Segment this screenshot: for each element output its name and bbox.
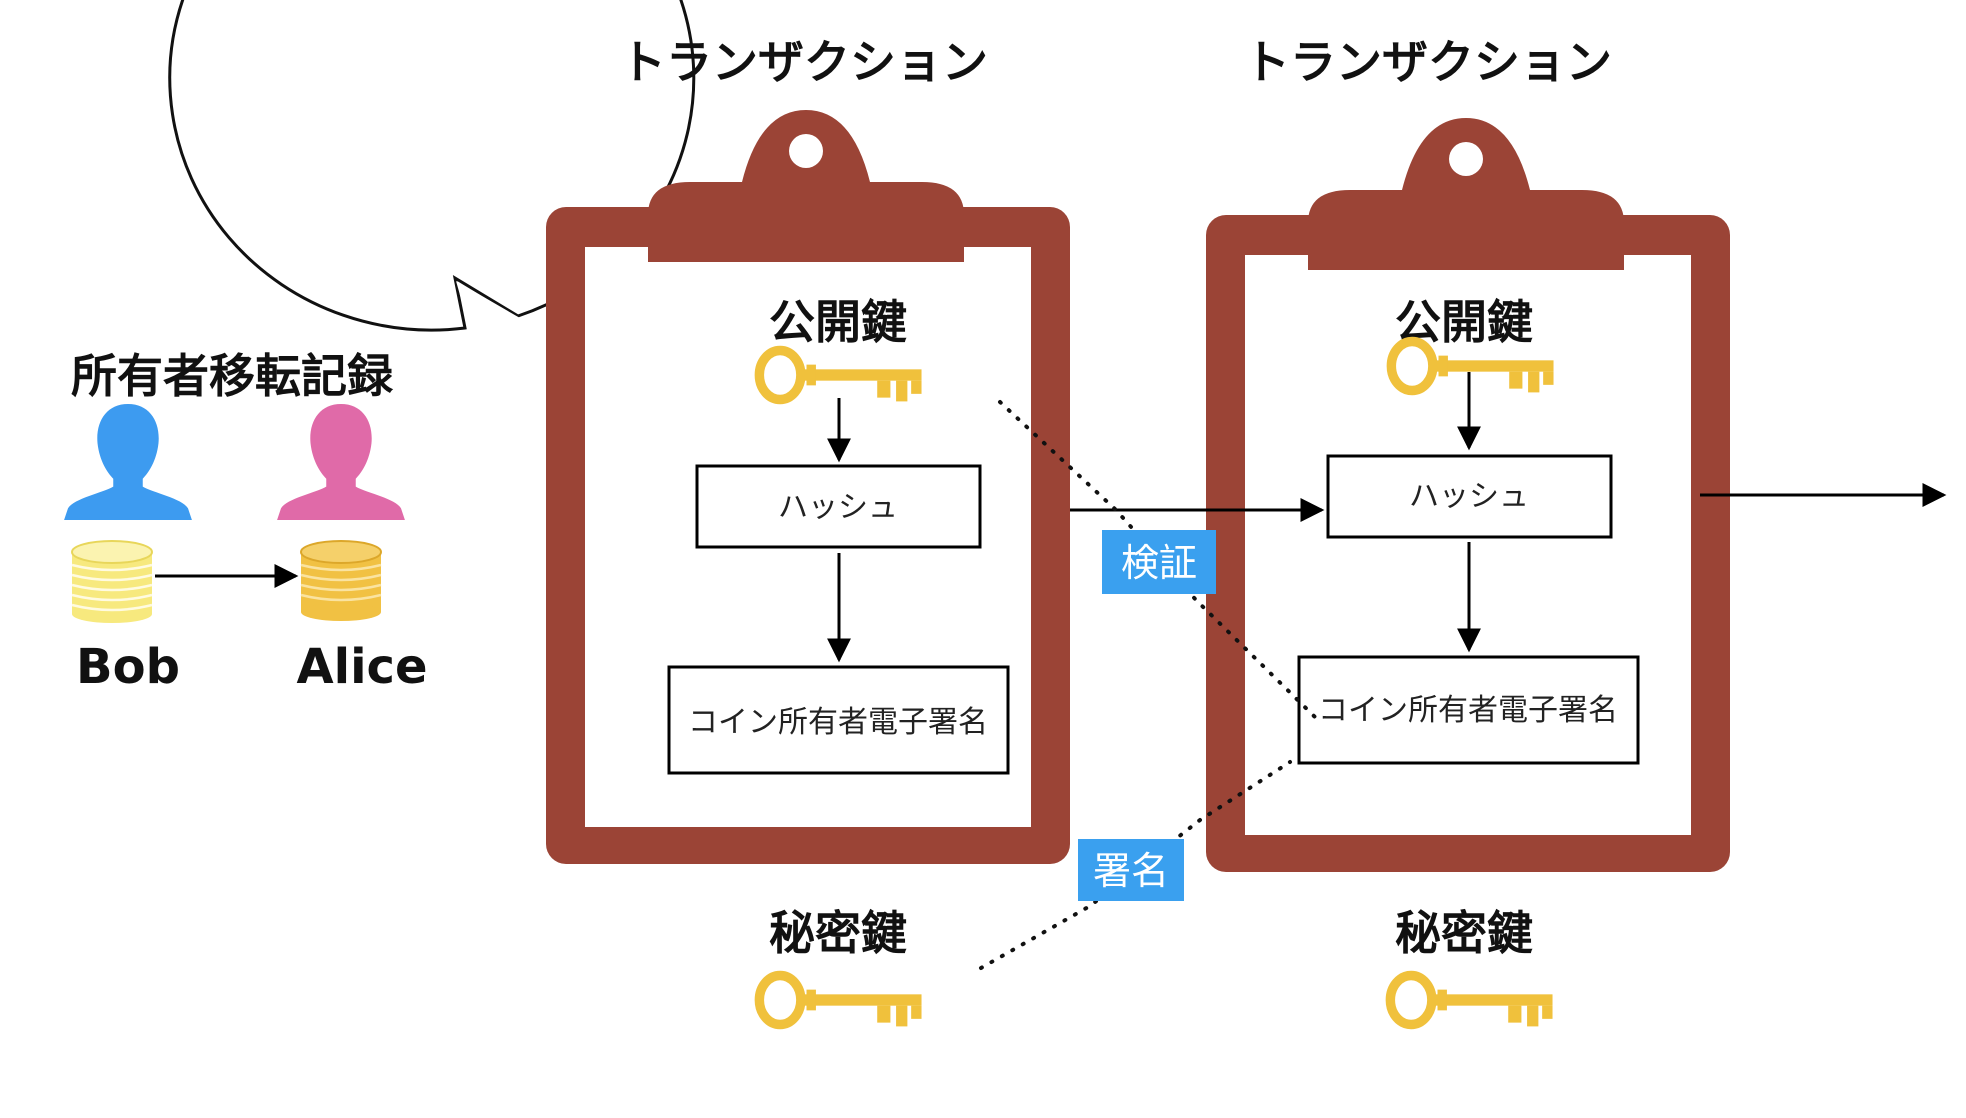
transaction-1-hash-box: [695, 464, 982, 549]
sign-tag-label: 署名: [1093, 849, 1169, 893]
sign-tag: 署名: [1078, 839, 1184, 901]
transaction-2-hash-box: [1326, 454, 1613, 539]
alice-person-icon: [277, 403, 405, 520]
transaction-2-signature-box: [1297, 655, 1640, 765]
transaction-2-hash-label: ハッシュ: [1409, 479, 1529, 514]
bubble-title: 所有者移転記録: [71, 349, 394, 403]
transaction-2-private-key-icon: [1390, 975, 1552, 1026]
sign-dotted-line: [979, 760, 1292, 970]
transaction-2-private-key-label: 秘密鍵: [1395, 906, 1533, 960]
transaction-1-private-key-icon: [759, 975, 921, 1026]
bob-person-icon: [64, 403, 192, 520]
transaction-1: トランザクション 公開鍵 ハッシュ コイン所有者電子署名 秘密鍵: [546, 35, 1070, 1026]
verify-tag: 検証: [1102, 530, 1216, 594]
transaction-1-public-key-label: 公開鍵: [769, 295, 907, 349]
transaction-1-hash-label: ハッシュ: [778, 490, 898, 525]
transaction-1-signature-box: [667, 665, 1010, 775]
transaction-1-private-key-label: 秘密鍵: [769, 906, 907, 960]
transaction-1-title: トランザクション: [620, 35, 988, 89]
alice-label: Alice: [296, 639, 427, 695]
transaction-2-signature-label: コイン所有者電子署名: [1318, 693, 1618, 728]
transaction-1-signature-label: コイン所有者電子署名: [688, 705, 988, 740]
speech-bubble: 所有者移転記録: [64, 0, 696, 695]
transaction-2-title: トランザクション: [1244, 35, 1612, 89]
bob-label: Bob: [76, 639, 180, 695]
bob-coin-stack-icon: [71, 540, 153, 623]
alice-coin-stack-icon: [300, 540, 382, 621]
transaction-2: トランザクション 公開鍵 ハッシュ コイン所有者電子署名 秘密鍵: [1206, 35, 1730, 1026]
verify-tag-label: 検証: [1121, 541, 1197, 585]
